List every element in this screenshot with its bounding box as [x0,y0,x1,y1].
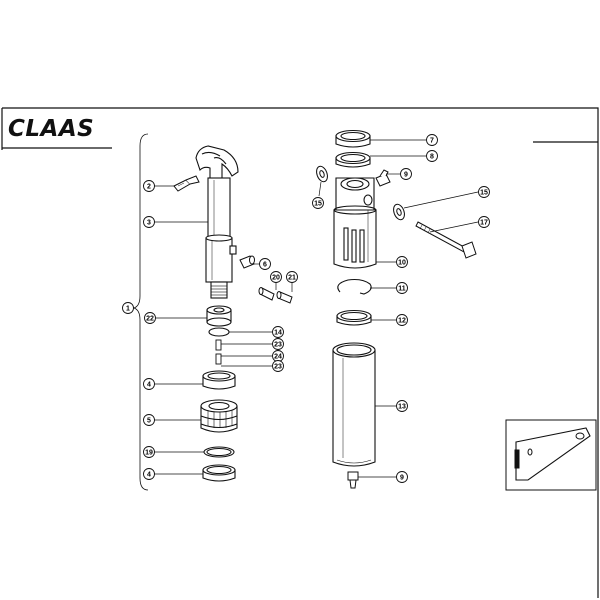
callout-bearing: 5 [143,414,155,426]
claas-logo: CLAAS [8,116,94,142]
ring-upper-part [202,370,236,390]
svg-text:1: 1 [126,306,130,313]
svg-text:21: 21 [288,275,296,282]
svg-text:23: 23 [274,364,282,371]
shaft-part [195,145,239,299]
svg-text:15: 15 [314,201,322,208]
svg-text:11: 11 [398,286,406,293]
svg-text:6: 6 [263,262,267,269]
pins-part [258,287,293,304]
ring-lower-part [202,464,236,482]
callout-oring: 14 [272,326,284,338]
svg-text:24: 24 [274,354,282,361]
svg-text:5: 5 [147,418,151,425]
callout-fitting-bottom: 9 [396,471,408,483]
svg-text:23: 23 [274,342,282,349]
callout-pin-20: 20 [270,271,282,283]
nut-part [206,305,232,327]
svg-text:19: 19 [145,450,153,457]
seal-top-part [335,151,371,168]
callout-bush: 6 [259,258,271,270]
leader-lines [154,139,479,478]
drawing-frame [1,107,599,598]
bolt-part [415,221,477,259]
svg-text:10: 10 [398,260,406,267]
seal-mid-part [336,309,372,326]
washer-right-part [393,203,405,221]
callout-housing: 10 [396,256,408,268]
washer-left-part [316,165,328,183]
svg-text:2: 2 [147,184,151,191]
svg-text:17: 17 [480,220,488,227]
callout-pin-21: 21 [286,271,298,283]
circlip-part [337,278,372,295]
svg-text:20: 20 [272,275,280,282]
svg-text:8: 8 [430,154,434,161]
callout-shaft: 3 [143,216,155,228]
svg-text:15: 15 [480,190,488,197]
svg-text:9: 9 [404,172,408,179]
callout-screw: 2 [143,180,155,192]
svg-text:3: 3 [147,220,151,227]
small-pins-part [215,339,222,365]
bush-part [239,255,255,269]
ring-top-part [335,129,371,148]
callout-ring-a: 4 [143,378,155,390]
fitting-top-part [375,169,391,187]
callout-ring-b: 4 [143,468,155,480]
callout-seal-mid: 12 [396,314,408,326]
bearing-part [200,399,238,433]
callout-bolt: 17 [478,216,490,228]
callout-seal-top: 8 [426,150,438,162]
svg-text:13: 13 [398,404,406,411]
svg-text:9: 9 [400,475,404,482]
callout-washer-left: 15 [312,197,324,209]
svg-text:22: 22 [146,316,154,323]
callout-nut-22: 22 [144,312,156,324]
callout-washer-right: 15 [478,186,490,198]
callout-fitting-top: 9 [400,168,412,180]
svg-text:4: 4 [147,382,151,389]
svg-text:4: 4 [147,472,151,479]
callout-pin-23a: 23 [272,338,284,350]
screw-part [173,175,200,192]
callout-tube: 13 [396,400,408,412]
housing-part [333,177,377,269]
callout-ring-top: 7 [426,134,438,146]
tube-part [332,342,376,467]
svg-text:14: 14 [274,330,282,337]
svg-text:7: 7 [430,138,434,145]
fitting-bottom-part [347,471,359,489]
callout-pin-24: 24 [272,350,284,362]
inset-thumbnail [505,419,597,491]
callout-assembly: 1 [122,302,134,314]
callout-ring-19: 19 [143,446,155,458]
svg-text:12: 12 [398,318,406,325]
oring-part [208,327,230,337]
ring-19-part [203,446,235,458]
callout-circlip: 11 [396,282,408,294]
callout-pin-23b: 23 [272,360,284,372]
